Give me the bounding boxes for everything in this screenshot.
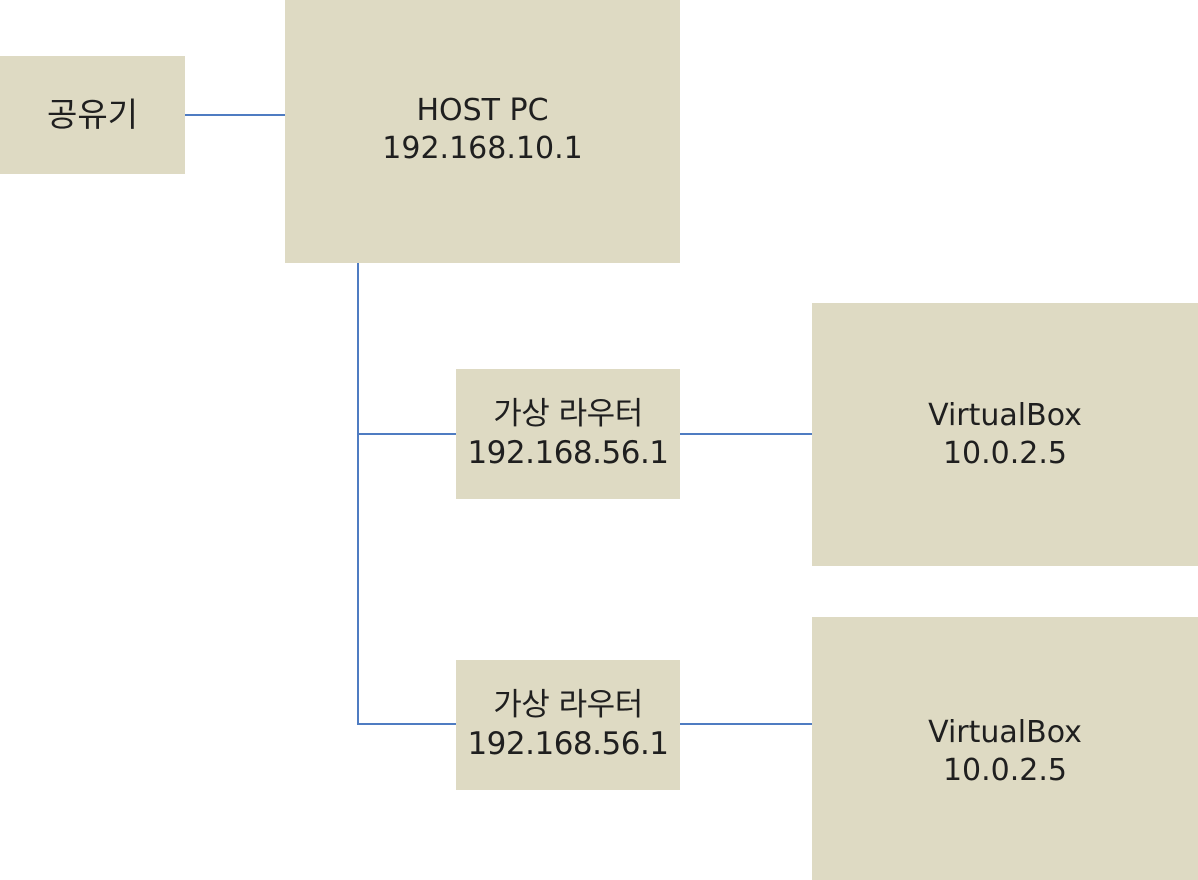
virtual-router-node-1: 가상 라우터 192.168.56.1 xyxy=(456,369,680,499)
virtualbox-title: VirtualBox xyxy=(928,715,1082,750)
virtualbox-title: VirtualBox xyxy=(928,398,1082,433)
virtualbox-ip: 10.0.2.5 xyxy=(942,752,1068,788)
virtual-router-node-2: 가상 라우터 192.168.56.1 xyxy=(456,660,680,790)
virtualbox-node-1: VirtualBox 10.0.2.5 xyxy=(812,303,1198,566)
virtual-router-title: 가상 라우터 xyxy=(493,396,643,433)
virtual-router-title: 가상 라우터 xyxy=(493,687,643,724)
host-pc-node: HOST PC 192.168.10.1 xyxy=(285,0,680,263)
virtualbox-ip: 10.0.2.5 xyxy=(942,435,1068,471)
host-pc-ip: 192.168.10.1 xyxy=(382,130,583,166)
host-pc-title: HOST PC xyxy=(416,93,549,128)
virtual-router-ip: 192.168.56.1 xyxy=(467,435,669,471)
virtual-router-ip: 192.168.56.1 xyxy=(467,726,669,762)
access-point-node: 공유기 xyxy=(0,56,185,174)
virtualbox-node-2: VirtualBox 10.0.2.5 xyxy=(812,617,1198,880)
access-point-label: 공유기 xyxy=(46,95,139,135)
